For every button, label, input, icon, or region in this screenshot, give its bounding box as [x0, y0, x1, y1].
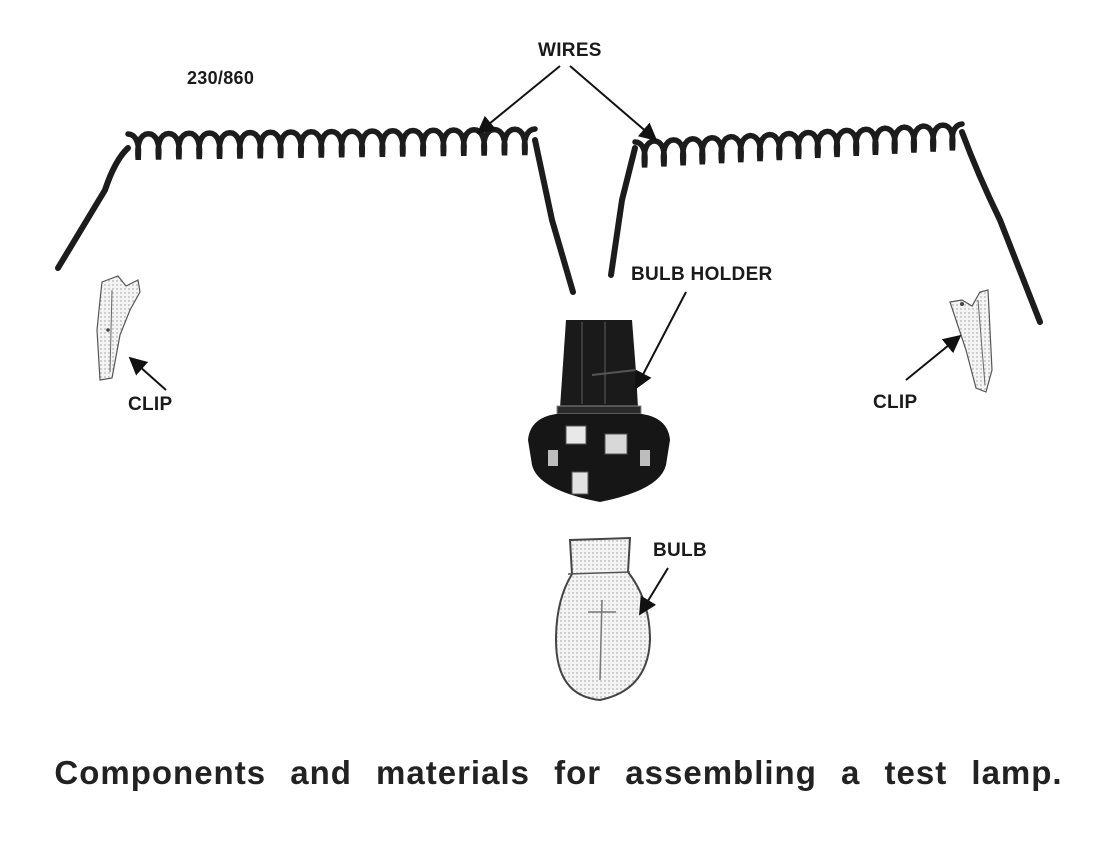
- wires-label: WIRES: [538, 40, 602, 61]
- right-clip-label: CLIP: [873, 392, 918, 413]
- bulb: [554, 536, 652, 702]
- left-clip-arrow: [128, 356, 167, 391]
- bulb-holder: [528, 320, 670, 502]
- right-wire: [608, 121, 1043, 325]
- left-wire: [55, 126, 576, 295]
- figure-caption: Components and materials for assembling …: [54, 754, 1063, 791]
- right-clip: [949, 289, 993, 393]
- bulb-arrow: [639, 567, 669, 616]
- left-clip: [96, 275, 141, 381]
- bulb-holder-label: BULB HOLDER: [631, 264, 773, 285]
- figure-id: 230/860: [187, 68, 255, 88]
- bulb-label: BULB: [653, 540, 707, 561]
- wires-arrow-left: [476, 65, 561, 135]
- wires-arrow-right: [569, 65, 658, 142]
- left-clip-label: CLIP: [128, 394, 173, 415]
- pointer-arrows: [128, 65, 962, 616]
- bulb-holder-arrow: [635, 291, 687, 390]
- right-clip-arrow: [905, 334, 962, 381]
